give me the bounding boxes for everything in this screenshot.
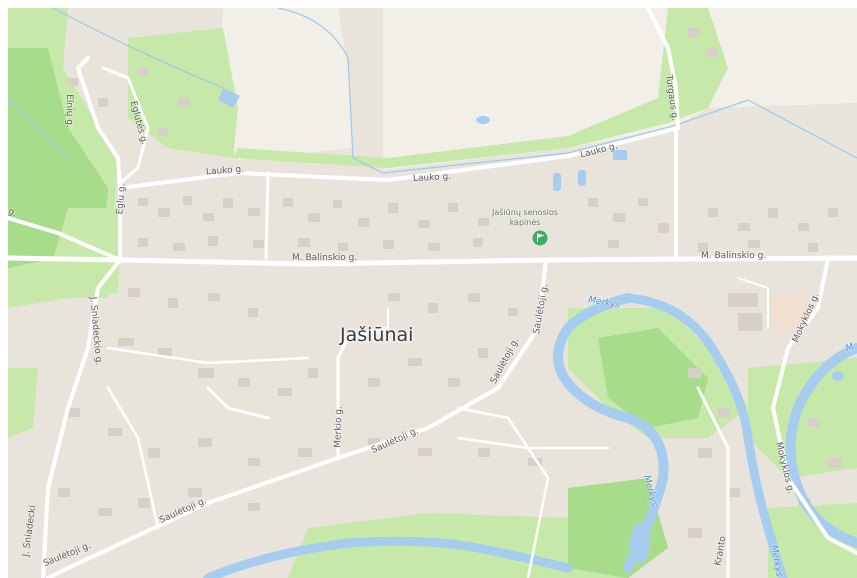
- poi-label-cemetery[interactable]: Jašiūnų senosios kapinės: [490, 208, 560, 228]
- map-base-layer: [8, 8, 857, 578]
- map-canvas[interactable]: Jašiūnai Jašiūnų senosios kapinės Lauko …: [8, 8, 857, 578]
- street-label-merkio: Merkio g.: [333, 406, 345, 448]
- place-label-jasiunai[interactable]: Jašiūnai: [340, 324, 414, 346]
- building-footprints: [58, 28, 842, 538]
- street-label-lauko-2: Lauko g.: [412, 172, 452, 184]
- street-label-balinskio-1: M. Balinskio g.: [292, 253, 358, 263]
- merkys-river: [785, 343, 857, 548]
- street-label-elniu: Elnių g.: [63, 94, 74, 128]
- poi-label-line1: Jašiūnų senosios: [492, 208, 558, 217]
- street-label-balinskio-2: M. Balinskio g.: [701, 251, 767, 261]
- road-network: [8, 8, 857, 578]
- flag-marker-icon[interactable]: [532, 230, 548, 246]
- poi-label-line2: kapinės: [509, 218, 541, 227]
